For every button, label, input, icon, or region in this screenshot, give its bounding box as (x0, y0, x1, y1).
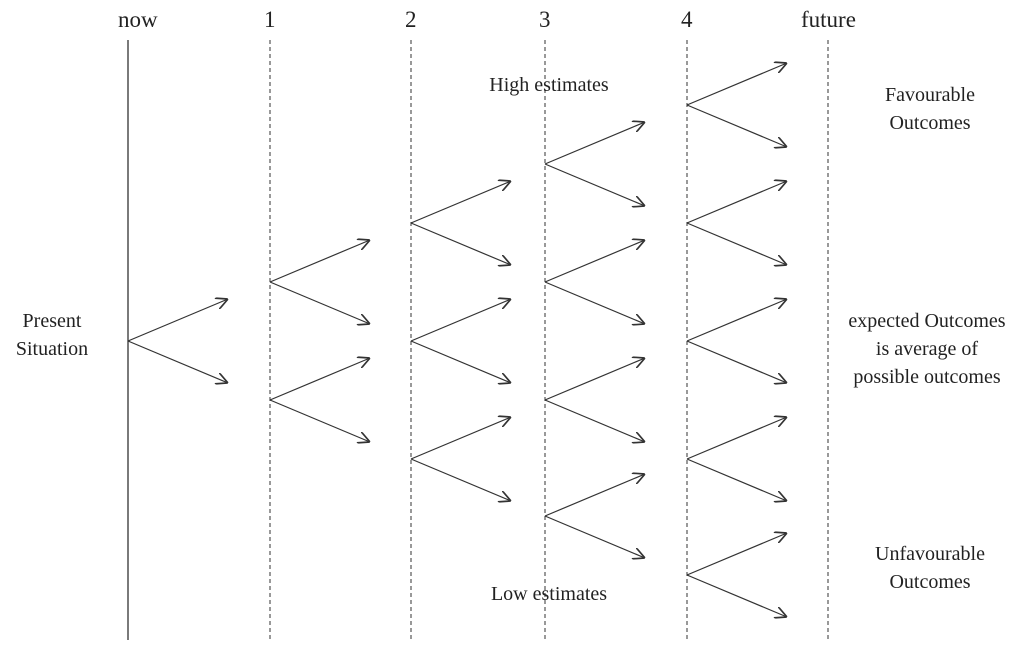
down-branch-arrow (269, 399, 370, 442)
down-branch-arrow (544, 515, 645, 558)
branch-arrows (127, 63, 787, 617)
high-estimates-label: High estimates (489, 74, 609, 96)
up-branch-arrow (544, 122, 645, 165)
up-branch-arrow (544, 240, 645, 283)
down-branch-arrow (686, 458, 787, 501)
down-branch-arrow (686, 340, 787, 383)
up-branch-arrow (127, 299, 228, 342)
unfavourable-line-1: Unfavourable (875, 543, 985, 565)
down-branch-arrow (544, 163, 645, 206)
down-branch-arrow (127, 340, 228, 383)
unfavourable-outcomes-label: Unfavourable Outcomes (850, 540, 1010, 596)
up-branch-arrow (686, 181, 787, 224)
down-branch-arrow (269, 281, 370, 324)
header-period-1: 1 (264, 7, 276, 32)
up-branch-arrow (269, 240, 370, 283)
unfavourable-line-2: Outcomes (889, 571, 971, 593)
down-branch-arrow (686, 222, 787, 265)
down-branch-arrow (686, 574, 787, 617)
favourable-line-2: Outcomes (889, 112, 971, 134)
up-branch-arrow (686, 417, 787, 460)
down-branch-arrow (410, 458, 511, 501)
header-future: future (801, 7, 856, 32)
down-branch-arrow (544, 281, 645, 324)
present-line-2: Situation (15, 338, 89, 360)
up-branch-arrow (544, 474, 645, 517)
up-branch-arrow (410, 181, 511, 224)
up-branch-arrow (544, 358, 645, 401)
expected-outcomes-label: expected Outcomes is average of possible… (830, 307, 1024, 391)
down-branch-arrow (686, 104, 787, 147)
low-estimates-label: Low estimates (490, 583, 608, 605)
header-period-2: 2 (405, 7, 417, 32)
up-branch-arrow (686, 533, 787, 576)
up-branch-arrow (269, 358, 370, 401)
expected-line-1: expected Outcomes (848, 310, 1006, 332)
up-branch-arrow (410, 299, 511, 342)
up-branch-arrow (410, 417, 511, 460)
favourable-outcomes-label: Favourable Outcomes (850, 81, 1010, 137)
favourable-line-1: Favourable (885, 84, 975, 106)
present-situation-label: Present Situation (4, 307, 100, 363)
up-branch-arrow (686, 63, 787, 106)
down-branch-arrow (410, 340, 511, 383)
header-period-3: 3 (539, 7, 551, 32)
expected-line-3: possible outcomes (853, 366, 1001, 388)
down-branch-arrow (410, 222, 511, 265)
expected-line-2: is average of (875, 338, 979, 360)
present-line-1: Present (22, 310, 82, 332)
header-now: now (118, 7, 158, 32)
header-period-4: 4 (681, 7, 693, 32)
down-branch-arrow (544, 399, 645, 442)
up-branch-arrow (686, 299, 787, 342)
